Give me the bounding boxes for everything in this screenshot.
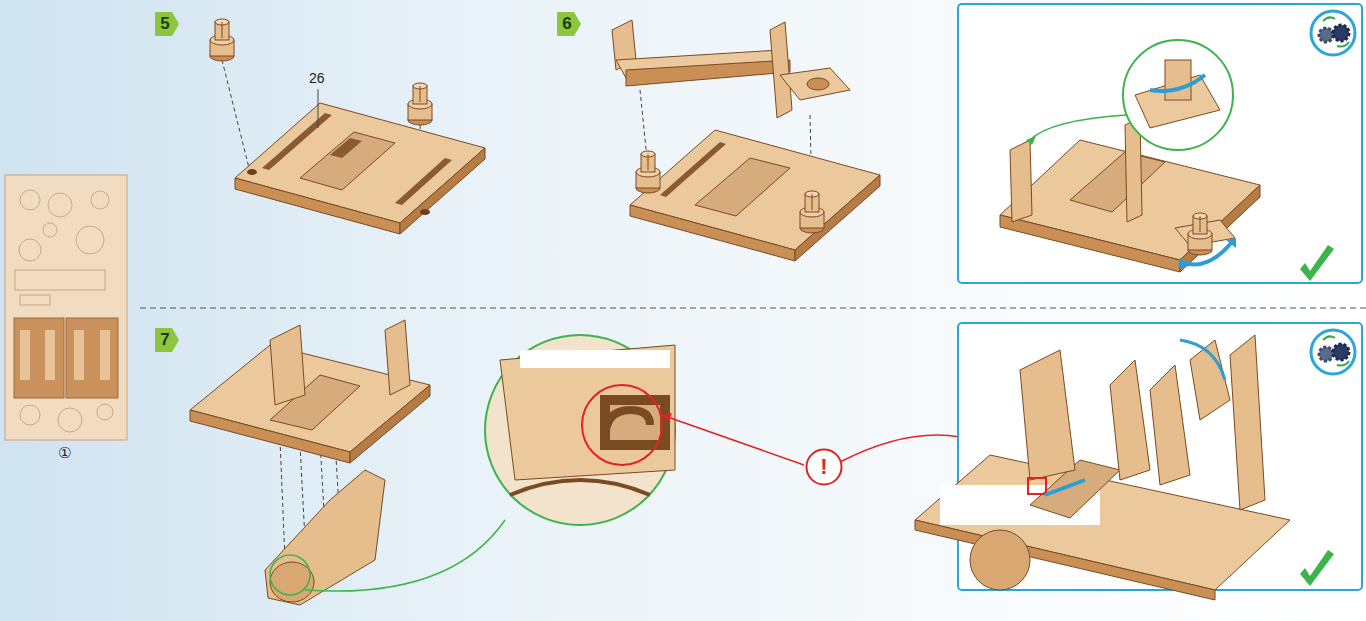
step-number: 7	[155, 328, 179, 352]
step-number: 5	[155, 12, 179, 36]
part-number: 26	[309, 70, 325, 86]
warning-mark: !	[820, 454, 827, 480]
step-number: 6	[557, 12, 581, 36]
warning-circle: !	[805, 448, 843, 486]
step-label: 6	[562, 14, 571, 34]
step-label: 5	[160, 14, 169, 34]
sheet-number: ①	[58, 444, 71, 462]
step-label: 7	[160, 330, 169, 350]
